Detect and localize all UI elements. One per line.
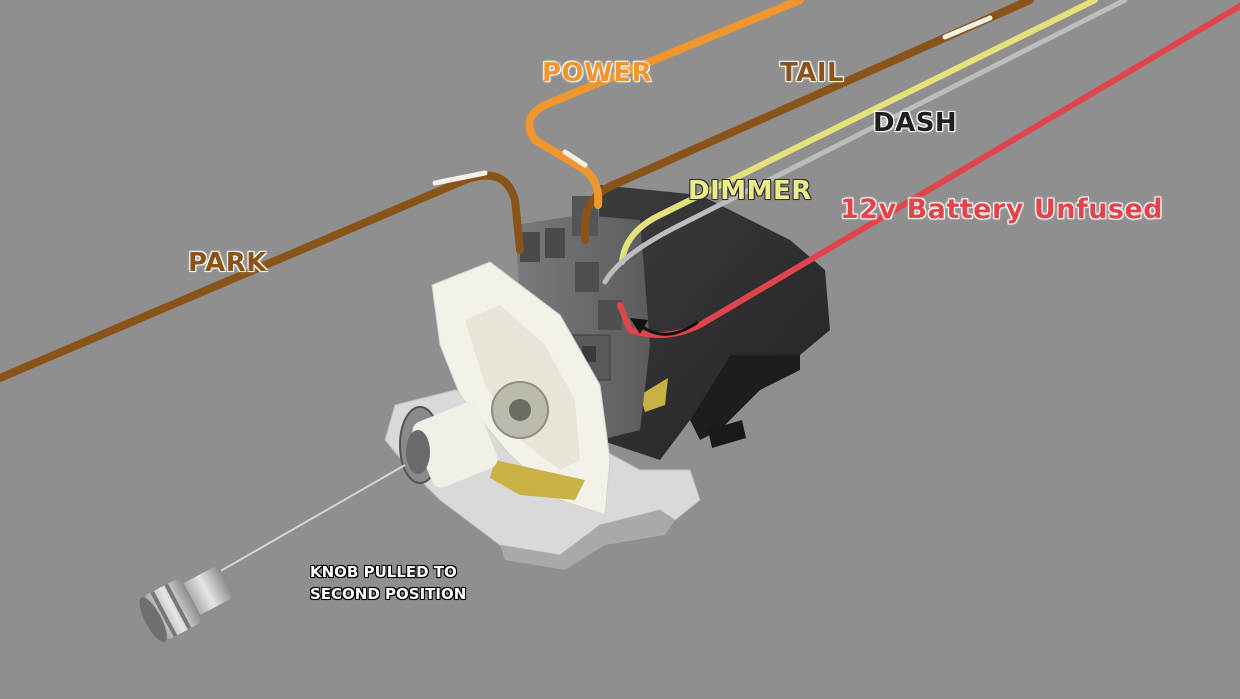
knob-caption-line-1: KNOB PULLED TO [310,563,457,581]
tail-label: TAIL [780,58,845,88]
dash-label: DASH [873,108,958,138]
tail-wire [581,0,1034,244]
terminal-slot-2 [545,228,565,258]
dimmer-wire [619,0,1098,265]
park-wire-highlight [432,170,488,186]
dash-wire [602,0,1128,285]
power-wire [525,0,804,209]
base-plate-shadow [500,510,675,570]
park-wire [0,171,524,382]
switch-knob [139,566,233,643]
knob-caption: KNOB PULLED TO SECOND POSITION [310,561,466,605]
knob-shaft [204,464,406,581]
terminal-slot-1 [520,232,540,262]
terminal-slot-4 [575,262,599,292]
park-label: PARK [188,248,267,278]
housing-contact [640,378,668,412]
switch-housing-side [690,355,800,440]
tail-wire-highlight [942,15,993,40]
power-wire-highlight [562,149,588,168]
shaft-cap [406,430,430,474]
housing-tab [708,420,746,448]
front-plate-gear-hub [509,399,531,421]
dimmer-label: DIMMER [688,176,812,206]
power-label: POWER [542,58,653,88]
shaft-cylinder [412,402,498,488]
curved-arrow-icon [639,320,699,336]
knob-caption-line-2: SECOND POSITION [310,585,467,603]
front-plate-contact [490,460,585,500]
battery-label: 12v Battery Unfused [840,194,1164,225]
curved-arrow-head [630,318,648,334]
terminal-slot-6-hole [582,346,596,362]
